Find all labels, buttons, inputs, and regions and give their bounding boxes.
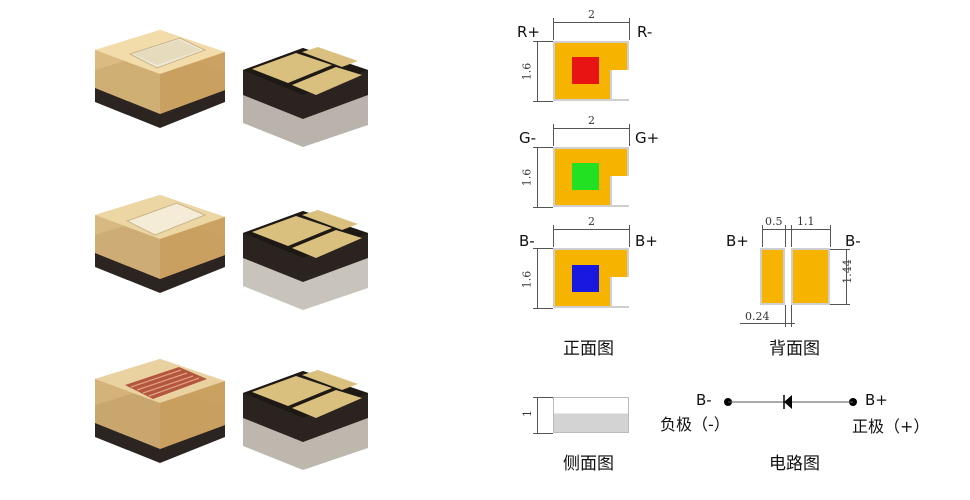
circuit-anode-label: B+ (865, 391, 888, 409)
back-pad-anode (760, 248, 785, 305)
green-height-dim: 1.6 (520, 168, 534, 187)
blue-height-dim: 1.6 (520, 270, 534, 289)
led-photo-front-2 (95, 195, 225, 293)
back-dim-height: 1.44 (840, 259, 854, 284)
back-dim-right: 1.1 (797, 215, 815, 228)
led-photo-back-2 (243, 210, 368, 310)
blue-cathode-label: B- (519, 232, 535, 250)
red-cathode-label: R- (637, 23, 653, 41)
side-height-dim: 1 (521, 410, 534, 417)
red-die (572, 57, 599, 84)
back-view-caption: 背面图 (769, 339, 820, 359)
back-dim-gap: 0.24 (745, 310, 770, 323)
blue-width-dim: 2 (588, 215, 595, 228)
back-pad-cathode (791, 248, 830, 305)
green-anode-label: G+ (635, 129, 660, 147)
blue-die (572, 265, 599, 292)
red-width-dim: 2 (588, 8, 595, 21)
circuit-cathode-label: B- (696, 391, 712, 409)
blue-anode-label: B+ (635, 232, 658, 250)
led-photo-front-3 (95, 359, 225, 463)
red-height-dim: 1.6 (520, 62, 534, 81)
side-profile (553, 397, 629, 433)
back-dim-left: 0.5 (765, 215, 783, 228)
circuit-positive-label: 正极（+） (852, 417, 930, 436)
back-cathode-label: B- (845, 232, 861, 250)
led-photo-front-1 (95, 30, 225, 128)
led-photo-back-1 (243, 47, 368, 147)
back-anode-label: B+ (726, 232, 749, 250)
diode-symbol (724, 395, 857, 409)
front-view-caption: 正面图 (563, 339, 614, 359)
led-photo-back-3 (243, 370, 368, 470)
green-cathode-label: G- (519, 129, 537, 147)
red-anode-label: R+ (517, 23, 540, 41)
circuit-caption: 电路图 (769, 454, 820, 474)
green-width-dim: 2 (588, 114, 595, 127)
circuit-negative-label: 负极（-） (660, 415, 730, 434)
green-die (572, 163, 599, 190)
side-view-caption: 侧面图 (563, 454, 614, 474)
